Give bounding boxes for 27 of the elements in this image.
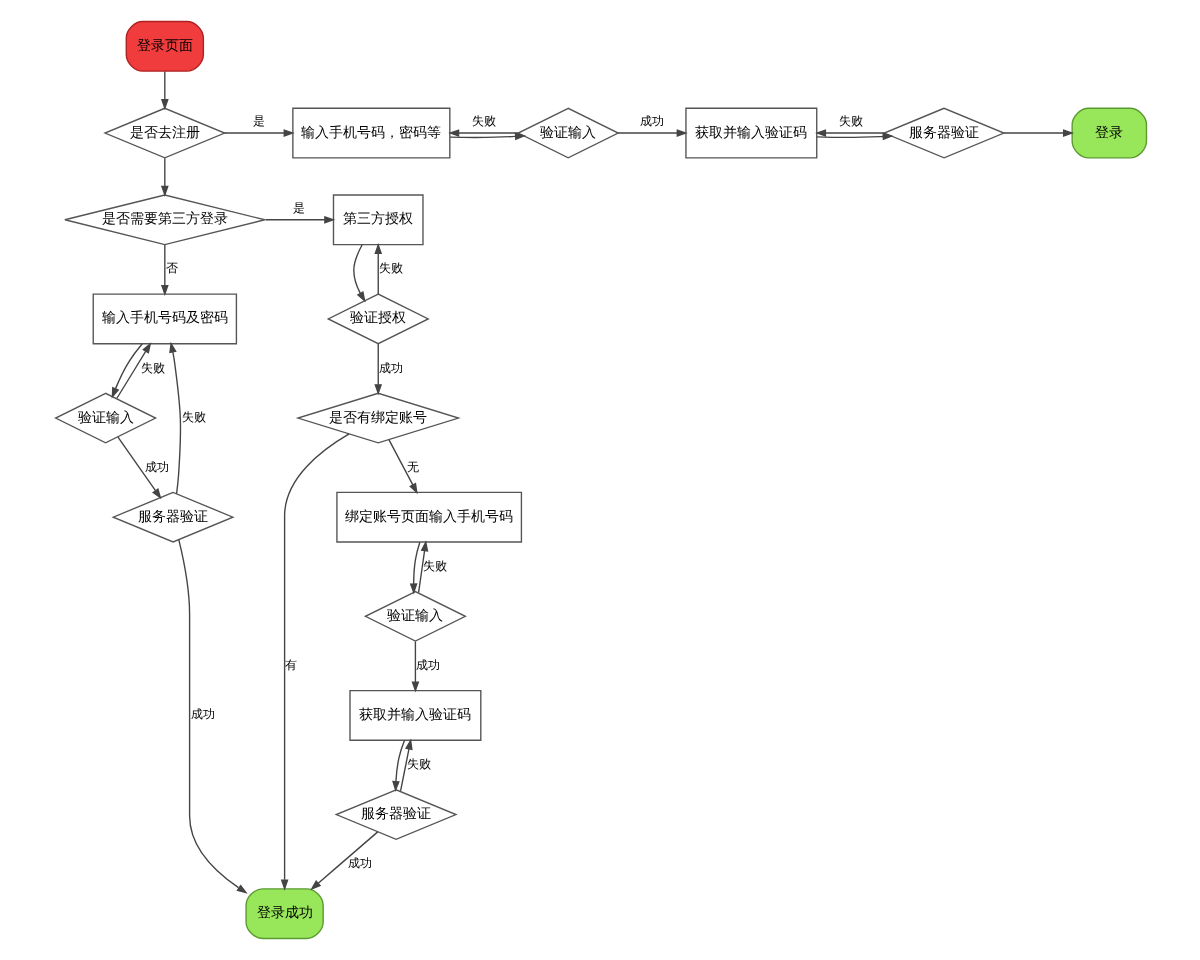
arrow — [159, 157, 168, 197]
arrow — [1002, 129, 1073, 137]
arrow — [447, 129, 518, 137]
arrow — [373, 242, 382, 295]
arrow — [159, 244, 168, 297]
arrow — [616, 129, 687, 137]
arrow — [416, 540, 428, 594]
arrow — [391, 739, 405, 792]
arrow — [159, 70, 168, 111]
arrow — [398, 738, 412, 792]
arrow — [815, 132, 893, 141]
arrow — [177, 539, 247, 894]
arrow — [352, 244, 365, 303]
arrow — [110, 343, 142, 399]
arrow — [814, 129, 885, 137]
arrow — [410, 640, 419, 693]
arrow — [279, 433, 349, 891]
arrow — [408, 541, 420, 595]
arrow — [115, 342, 151, 399]
arrow — [222, 129, 294, 137]
arrow — [309, 831, 378, 891]
arrow — [373, 343, 382, 396]
arrow — [263, 215, 335, 224]
arrow — [448, 132, 525, 141]
arrow — [116, 436, 161, 500]
arrow — [387, 439, 417, 495]
arrow — [168, 341, 181, 495]
